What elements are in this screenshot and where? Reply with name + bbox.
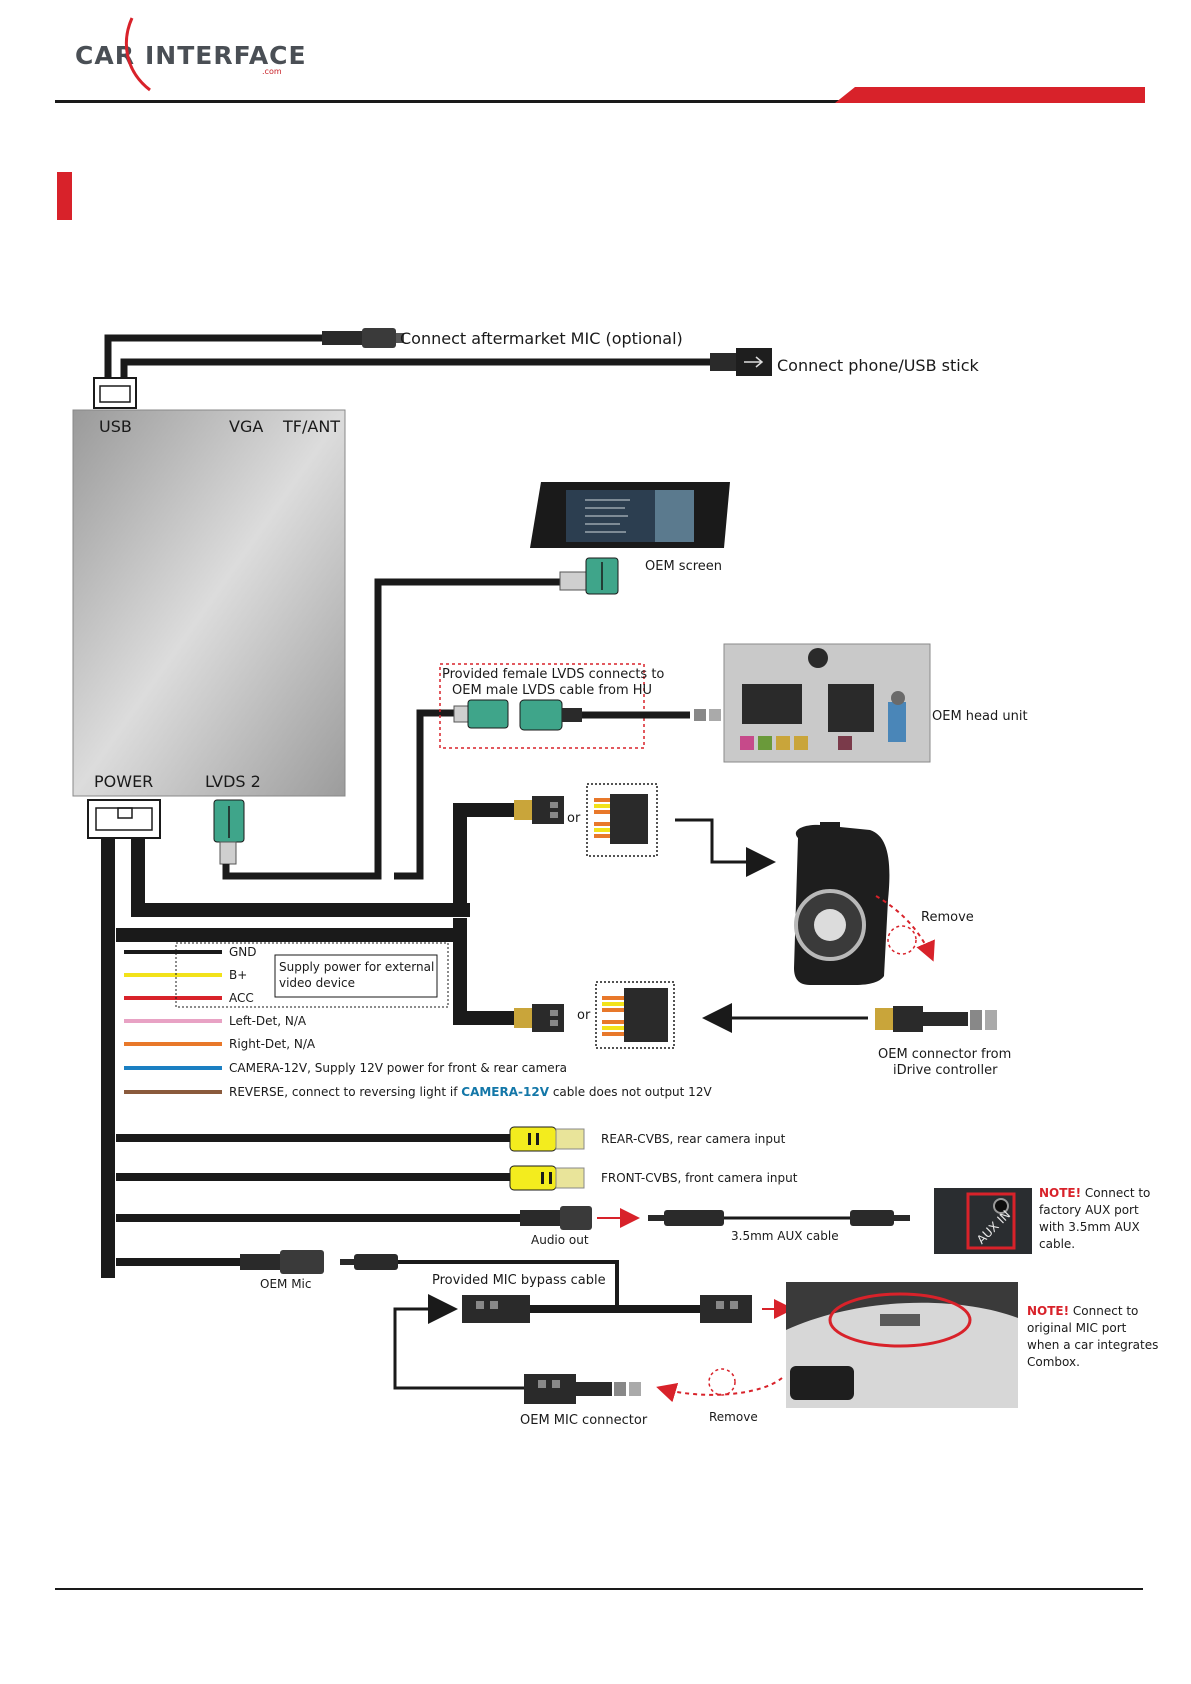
mic-note-head: NOTE! <box>1027 1304 1069 1318</box>
port-vga-label: VGA <box>229 417 263 436</box>
interface-module <box>72 409 346 797</box>
remove-label-mic: Remove <box>709 1410 758 1424</box>
power-trunk <box>101 803 514 1278</box>
lvds-note-line-2: OEM male LVDS cable from HU <box>452 683 652 698</box>
logo-swoosh <box>125 17 151 92</box>
aux-in-photo: AUX IN <box>934 1188 1032 1254</box>
wire-gnd-label: GND <box>229 945 257 959</box>
remove-marker-mic <box>708 1368 736 1396</box>
lvds2-connector <box>213 799 245 865</box>
phone-usb-label: Connect phone/USB stick <box>777 356 979 375</box>
mic-bypass-cable <box>462 1295 752 1323</box>
remove-arrow-idrive <box>875 895 935 962</box>
port-tfant-label: TF/ANT <box>282 417 340 436</box>
aux-note-text-1: Connect to <box>1081 1186 1150 1200</box>
oem-head-unit-label: OEM head unit <box>932 709 1028 724</box>
mic-note-text-1: Connect to <box>1069 1304 1138 1318</box>
wire-reverse-text-c: cable does not output 12V <box>549 1085 712 1099</box>
mic-note-line-2: original MIC port <box>1027 1321 1127 1335</box>
footer-rule <box>55 1588 1143 1590</box>
front-cvbs-cable <box>116 1165 585 1191</box>
mic-port-photo <box>786 1282 1018 1408</box>
mic-bypass-label: Provided MIC bypass cable <box>432 1273 606 1288</box>
oem-mic-label: OEM Mic <box>260 1277 311 1291</box>
supply-note-line-2: video device <box>279 976 355 990</box>
oem-screen-label: OEM screen <box>645 559 722 574</box>
power-connector <box>87 799 161 839</box>
oem-mic-cable <box>116 1250 619 1306</box>
oem-mic-connector-label: OEM MIC connector <box>520 1413 648 1428</box>
lvds-note-box <box>439 663 645 749</box>
wire-camera-label: CAMERA-12V, Supply 12V power for front &… <box>229 1061 567 1075</box>
wire-bplus-label: B+ <box>229 968 247 982</box>
idrive-label-1: OEM connector from <box>878 1047 1011 1062</box>
or-label-upper: or <box>567 811 581 826</box>
aux-note-head: NOTE! <box>1039 1186 1081 1200</box>
port-power-label: POWER <box>94 772 153 791</box>
logo-text-interface: INTERFACE <box>145 41 307 70</box>
mic-optional-label: Connect aftermarket MIC (optional) <box>400 329 683 348</box>
idrive-controller-device <box>794 822 890 985</box>
oem-idrive-connector <box>875 1006 997 1032</box>
logo-suffix: .com <box>262 67 282 76</box>
audio-out-label: Audio out <box>531 1233 589 1247</box>
section-marker <box>57 172 72 220</box>
supply-dashed-box <box>175 942 449 1008</box>
usb-connector <box>93 377 137 409</box>
wire-acc-label: ACC <box>229 991 254 1005</box>
lvds-wires <box>222 578 560 880</box>
port-usb-label: USB <box>99 417 132 436</box>
front-cvbs-label: FRONT-CVBS, front camera input <box>601 1171 798 1185</box>
bypass-loop-line <box>393 1307 524 1390</box>
aux-cable <box>648 1210 910 1226</box>
mic-note-line-3: when a car integrates <box>1027 1338 1158 1352</box>
oem-mic-connector-part <box>524 1374 641 1404</box>
logo: CAR INTERFACE .com <box>75 17 307 92</box>
remove-marker-idrive <box>887 925 917 955</box>
mic-note-line-4: Combox. <box>1027 1355 1080 1369</box>
or-label-lower: or <box>577 1008 591 1023</box>
wire-right-det-label: Right-Det, N/A <box>229 1037 316 1051</box>
wire-reverse-text-a: REVERSE, connect to reversing light if <box>229 1085 461 1099</box>
idrive-lower-connector <box>514 981 675 1049</box>
logo-text-car: CAR <box>75 41 135 70</box>
power-color-wires <box>124 950 222 1094</box>
aux-note-line-3: with 3.5mm AUX <box>1039 1220 1140 1234</box>
wire-reverse-label: REVERSE, connect to reversing light if C… <box>229 1085 712 1099</box>
top-cables <box>104 328 772 378</box>
supply-note-box <box>274 954 438 998</box>
mic-note-line-1: NOTE! Connect to <box>1027 1304 1138 1318</box>
lvds-note-line-1: Provided female LVDS connects to <box>442 667 664 682</box>
header-rule <box>55 100 1145 103</box>
aux-note-line-4: cable. <box>1039 1237 1075 1251</box>
supply-note-line-1: Supply power for external <box>279 960 434 974</box>
audio-out-cable <box>116 1206 592 1230</box>
remove-label-idrive: Remove <box>921 910 974 925</box>
rear-cvbs-label: REAR-CVBS, rear camera input <box>601 1132 786 1146</box>
wire-reverse-text-b: CAMERA-12V <box>461 1085 549 1099</box>
rear-cvbs-cable <box>116 1126 585 1152</box>
remove-arrow-mic <box>656 1377 783 1403</box>
idrive-label-2: iDrive controller <box>893 1063 998 1078</box>
aux-cable-label: 3.5mm AUX cable <box>731 1229 839 1243</box>
header-accent-bar <box>835 87 1145 103</box>
arrow-to-idrive <box>675 818 776 877</box>
port-lvds2-label: LVDS 2 <box>205 772 261 791</box>
oem-head-unit-device <box>723 643 931 763</box>
idrive-upper-connector <box>514 783 658 857</box>
wire-left-det-label: Left-Det, N/A <box>229 1014 307 1028</box>
aux-note-line-2: factory AUX port <box>1039 1203 1139 1217</box>
aux-note-line-1: NOTE! Connect to <box>1039 1186 1150 1200</box>
oem-screen-device <box>530 482 730 595</box>
lvds-adapter-pair <box>453 699 721 731</box>
